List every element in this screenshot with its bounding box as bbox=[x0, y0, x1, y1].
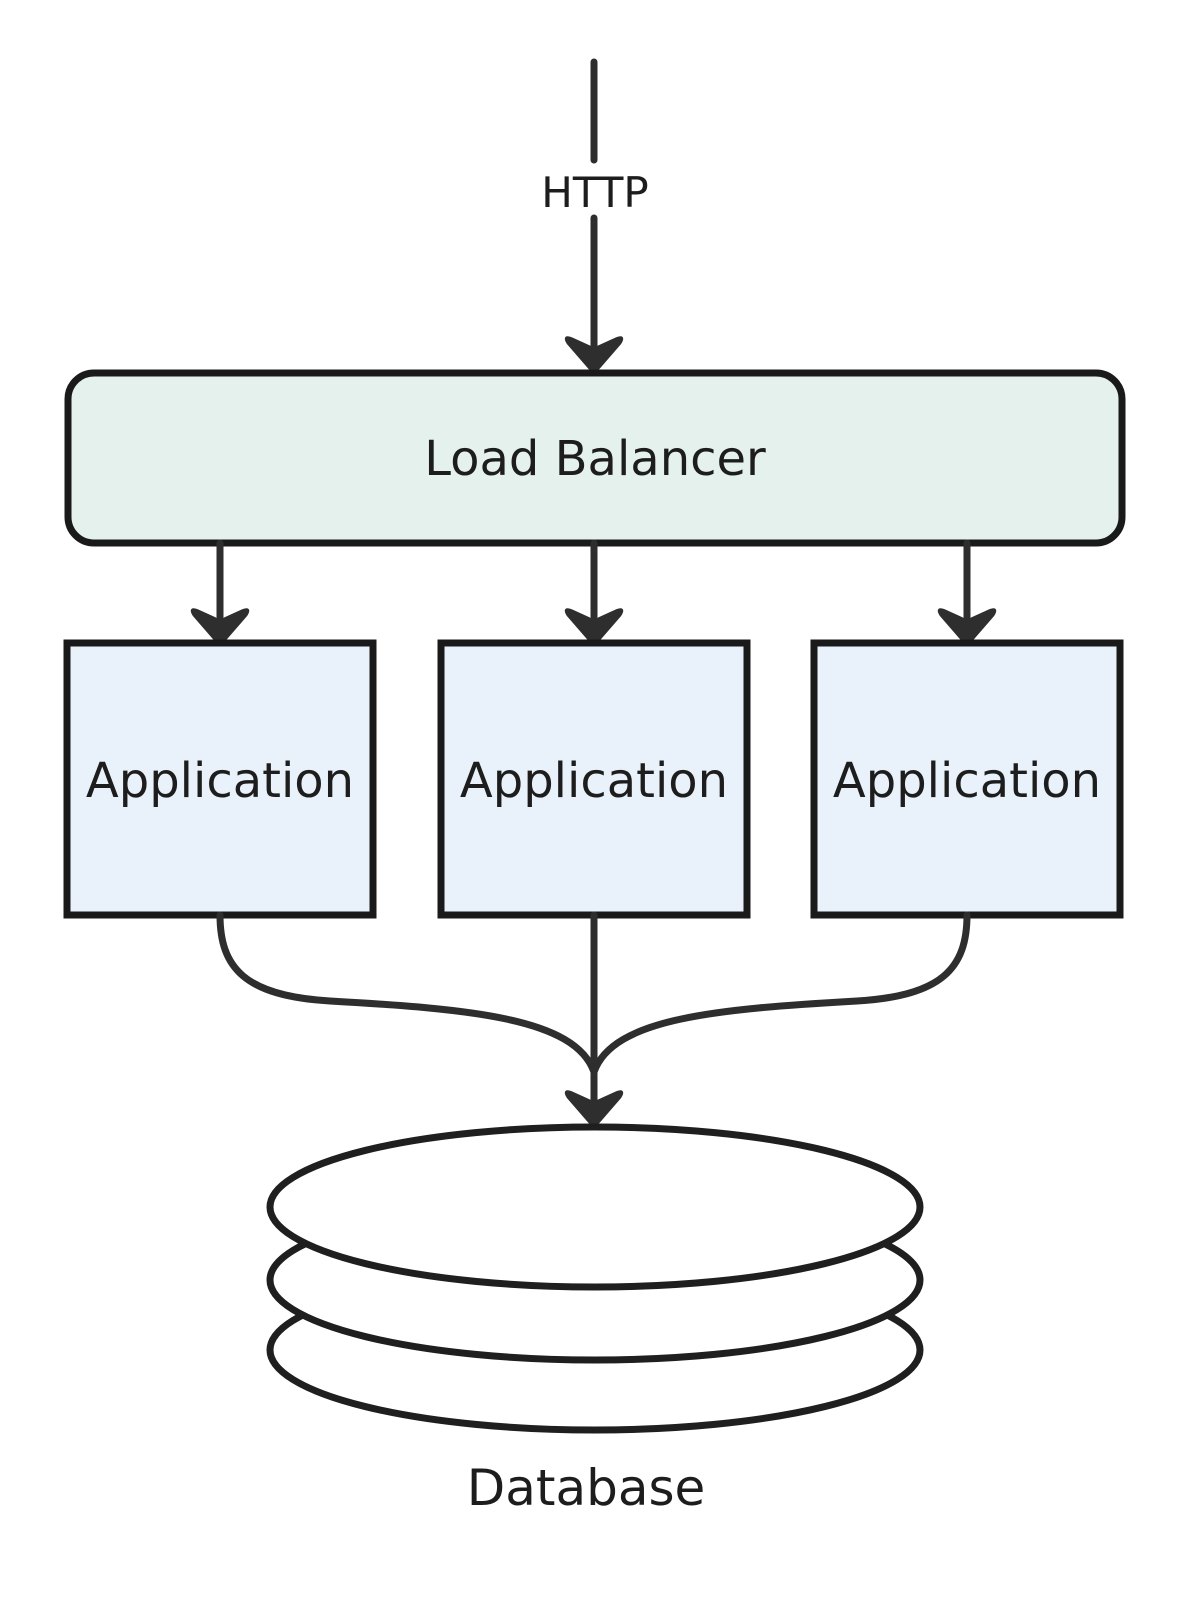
application-node-3: Application bbox=[810, 639, 1124, 919]
app3-to-db-connector bbox=[590, 911, 971, 1076]
http-edge-label: HTTP bbox=[541, 168, 648, 217]
lb-to-app-edges bbox=[190, 539, 997, 647]
http-edge: HTTP bbox=[541, 58, 649, 375]
database-node: Database bbox=[266, 1123, 924, 1517]
application-node-1: Application bbox=[63, 639, 377, 919]
application-box-1 bbox=[63, 639, 377, 919]
database-label: Database bbox=[467, 1459, 706, 1517]
database-disc-top bbox=[266, 1123, 924, 1291]
app-to-db-edges bbox=[216, 911, 971, 1129]
load-balancer-label: Load Balancer bbox=[424, 431, 766, 487]
application-label-1: Application bbox=[86, 753, 354, 809]
app1-to-db-connector bbox=[216, 911, 598, 1076]
application-box-3 bbox=[810, 639, 1124, 919]
application-label-2: Application bbox=[460, 753, 728, 809]
load-balancer-node: Load Balancer bbox=[64, 369, 1126, 547]
application-label-3: Application bbox=[833, 753, 1101, 809]
application-node-2: Application bbox=[437, 639, 751, 919]
